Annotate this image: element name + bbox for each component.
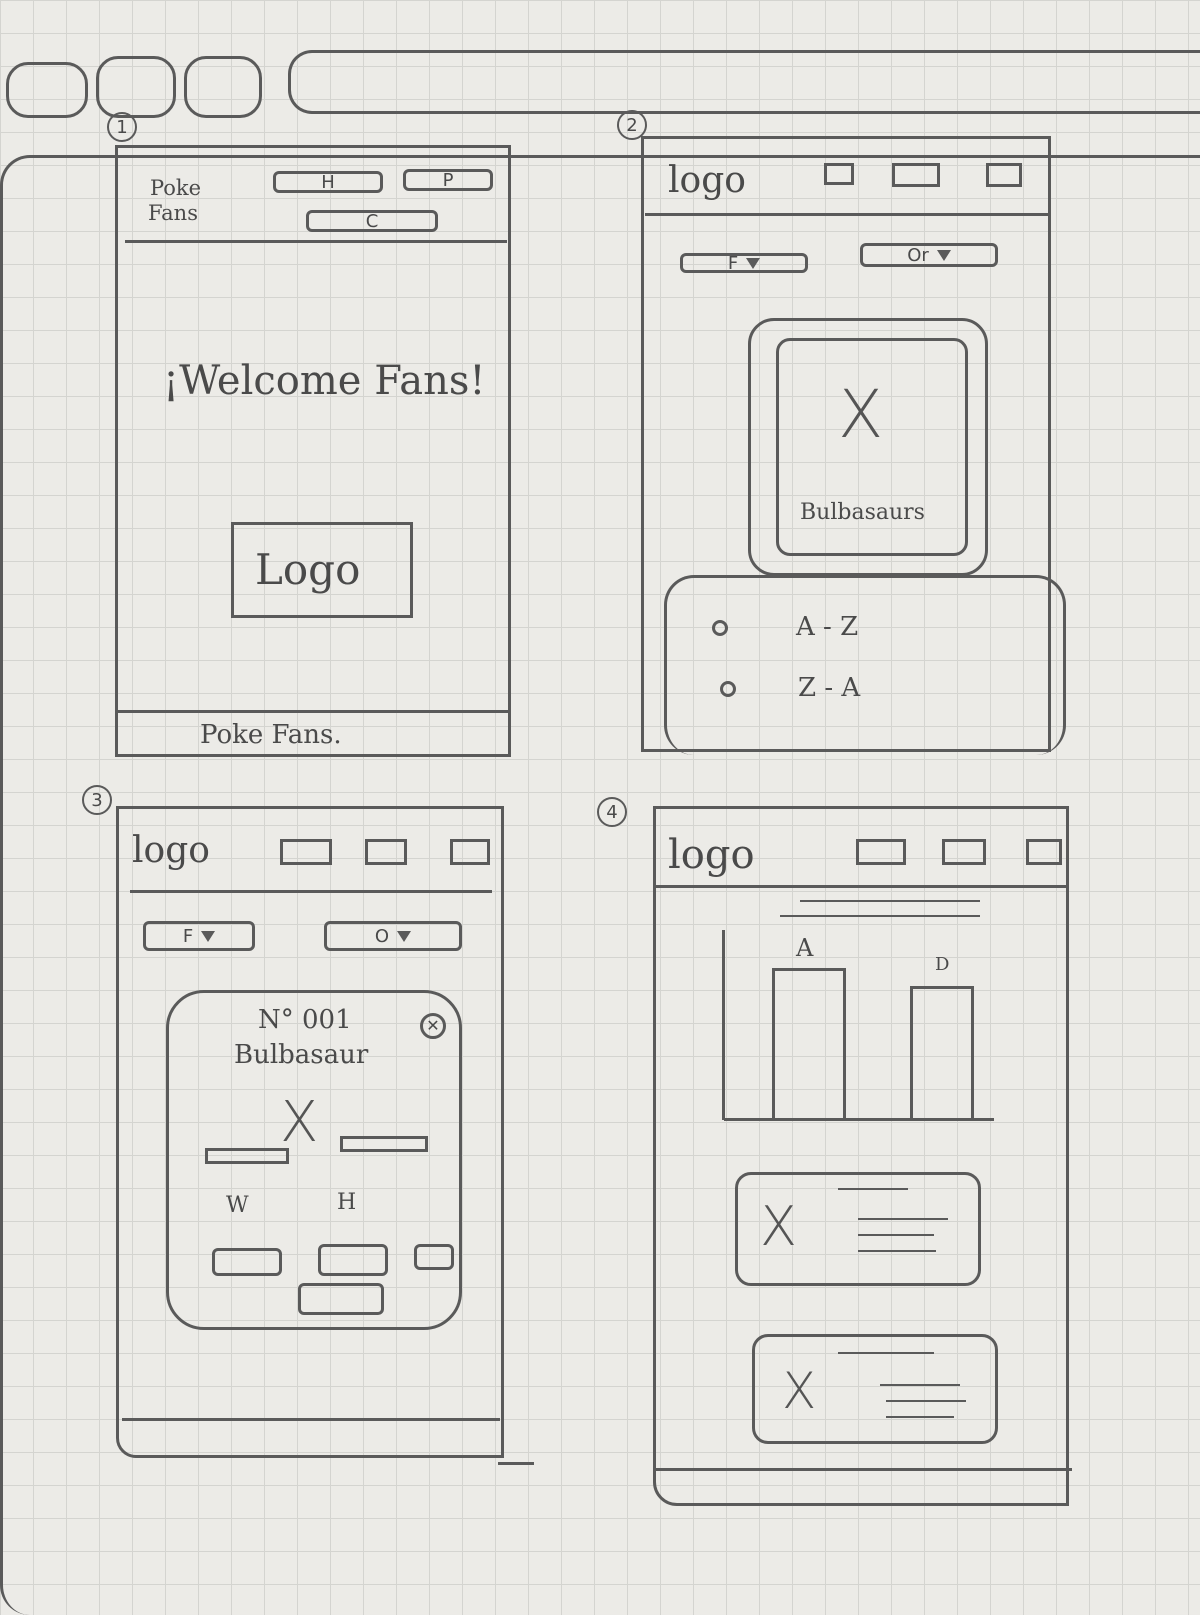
screen4-header-divider xyxy=(656,885,1066,888)
screen4-list-item-2[interactable] xyxy=(752,1334,998,1444)
screen1-footer-text: Poke Fans. xyxy=(200,720,342,750)
screen1-logo-text: Logo xyxy=(255,545,361,594)
screen4-nav-button-2[interactable] xyxy=(942,839,986,865)
screen4-chart-bar-a xyxy=(772,968,846,1118)
screen3-nav-button-1[interactable] xyxy=(280,839,332,865)
screen4-nav-button-1[interactable] xyxy=(856,839,906,865)
screen4-list-item-2-image: X xyxy=(782,1362,817,1420)
screen4-list-item-2-text-line-3 xyxy=(886,1416,954,1418)
screen3-logo: logo xyxy=(132,830,210,871)
screen3-footer-divider xyxy=(122,1418,500,1421)
screen3-detail-name: Bulbasaur xyxy=(234,1040,369,1070)
screen3-frame xyxy=(116,806,504,1458)
browser-button-3[interactable] xyxy=(184,56,262,118)
screen4-frame xyxy=(653,806,1069,1506)
screen2-logo: logo xyxy=(668,160,746,201)
chevron-down-icon xyxy=(746,257,761,269)
screen3-header-divider xyxy=(130,890,492,893)
screen2-nav-button-3[interactable] xyxy=(986,163,1022,187)
chevron-down-icon xyxy=(201,930,216,942)
chevron-down-icon xyxy=(936,249,951,261)
screen1-logo-box xyxy=(231,522,413,618)
screen4-list-item-1[interactable] xyxy=(735,1172,981,1286)
screen2-order-label: Or xyxy=(907,244,929,266)
screen4-list-item-2-title-line xyxy=(838,1352,934,1354)
screen4-list-item-1-image: X xyxy=(760,1195,797,1258)
screen2-order-dropdown[interactable]: Or xyxy=(860,243,998,267)
screen3-height-bar xyxy=(340,1136,428,1152)
screen1-brand-line1: Poke xyxy=(150,176,202,200)
screen3-detail-number: N° 001 xyxy=(258,1005,352,1035)
screen3-detail-modal xyxy=(166,990,462,1330)
screen4-list-item-1-text-line-2 xyxy=(858,1234,934,1236)
screen3-nav-button-2[interactable] xyxy=(365,839,407,865)
screen2-filter-label: F xyxy=(727,252,739,274)
screen2-sort-panel xyxy=(664,575,1066,755)
screen3-detail-image-placeholder: X xyxy=(280,1090,319,1155)
screen3-action-button-2[interactable] xyxy=(318,1244,388,1276)
screen4-chart-x-axis xyxy=(724,1118,994,1121)
screen1-header-divider xyxy=(125,240,507,243)
screen4-list-item-2-text-line-2 xyxy=(886,1400,966,1402)
screen2-sort-option-za[interactable]: Z - A xyxy=(720,673,940,705)
screen3-weight-bar xyxy=(205,1148,289,1164)
screen4-chart-bar-d xyxy=(910,986,974,1118)
screen3-stat-w-label: W xyxy=(226,1193,249,1218)
screen3-order-label: O xyxy=(374,925,390,947)
screen-number-4: 4 xyxy=(597,797,627,827)
screen4-list-item-1-text-line-3 xyxy=(858,1250,936,1252)
screen4-title-line-2 xyxy=(780,915,980,917)
screen1-brand-line2: Fans xyxy=(148,201,198,225)
screen2-card-name: Bulbasaurs xyxy=(800,500,925,525)
screen3-nav-button-3[interactable] xyxy=(450,839,490,865)
screen1-footer-divider xyxy=(118,710,508,713)
screen4-footer-divider xyxy=(656,1468,1072,1471)
screen2-sort-label-za: Z - A xyxy=(798,673,861,703)
screen3-action-button-4[interactable] xyxy=(298,1283,384,1315)
screen2-sort-label-az: A - Z xyxy=(796,612,859,642)
screen3-action-button-3[interactable] xyxy=(414,1244,454,1270)
screen3-stat-h-label: H xyxy=(337,1190,357,1215)
screen4-title-line-1 xyxy=(800,900,980,902)
screen4-chart-y-axis xyxy=(722,930,725,1120)
screen3-action-button-1[interactable] xyxy=(212,1248,282,1276)
screen4-nav-button-3[interactable] xyxy=(1026,839,1062,865)
screen2-header-divider xyxy=(645,213,1049,216)
chevron-down-icon xyxy=(397,930,412,942)
screen1-frame xyxy=(115,145,511,757)
screen1-welcome-heading: ¡Welcome Fans! xyxy=(163,358,486,404)
screen2-nav-button-1[interactable] xyxy=(824,163,854,185)
radio-icon xyxy=(720,681,736,697)
screen2-nav-button-2[interactable] xyxy=(892,163,940,187)
browser-button-2[interactable] xyxy=(96,56,176,118)
browser-viewport-frame xyxy=(0,155,1200,1615)
screen4-list-item-1-text-line-1 xyxy=(858,1218,948,1220)
browser-address-bar[interactable] xyxy=(288,50,1200,114)
screen2-sort-option-az[interactable]: A - Z xyxy=(712,612,932,644)
close-icon[interactable]: ✕ xyxy=(420,1013,446,1039)
screen-number-2: 2 xyxy=(617,110,647,140)
screen3-page-edge-line xyxy=(498,1462,534,1465)
screen4-list-item-2-text-line-1 xyxy=(880,1384,960,1386)
screen-number-1: 1 xyxy=(107,112,137,142)
screen2-pokemon-card[interactable] xyxy=(748,318,988,576)
screen2-card-image-placeholder: X xyxy=(838,376,884,453)
screen2-filter-dropdown[interactable]: F xyxy=(680,252,808,274)
screen4-list-item-1-title-line xyxy=(838,1188,908,1190)
screen3-order-dropdown[interactable]: O xyxy=(324,921,462,951)
screen2-card-inner-frame xyxy=(776,338,968,556)
screen1-nav-home-button[interactable]: H xyxy=(273,171,383,193)
screen1-nav-pokedex-button[interactable]: P xyxy=(403,169,493,191)
screen4-chart-label-d: D xyxy=(935,954,950,975)
browser-button-1[interactable] xyxy=(6,62,88,118)
screen1-nav-contact-button[interactable]: C xyxy=(306,210,438,232)
radio-icon xyxy=(712,620,728,636)
screen4-chart-label-a: A xyxy=(796,934,814,962)
screen2-frame xyxy=(641,136,1051,752)
screen3-filter-label: F xyxy=(182,925,194,947)
screen-number-3: 3 xyxy=(82,785,112,815)
screen4-logo: logo xyxy=(668,832,755,878)
screen3-filter-dropdown[interactable]: F xyxy=(143,921,255,951)
